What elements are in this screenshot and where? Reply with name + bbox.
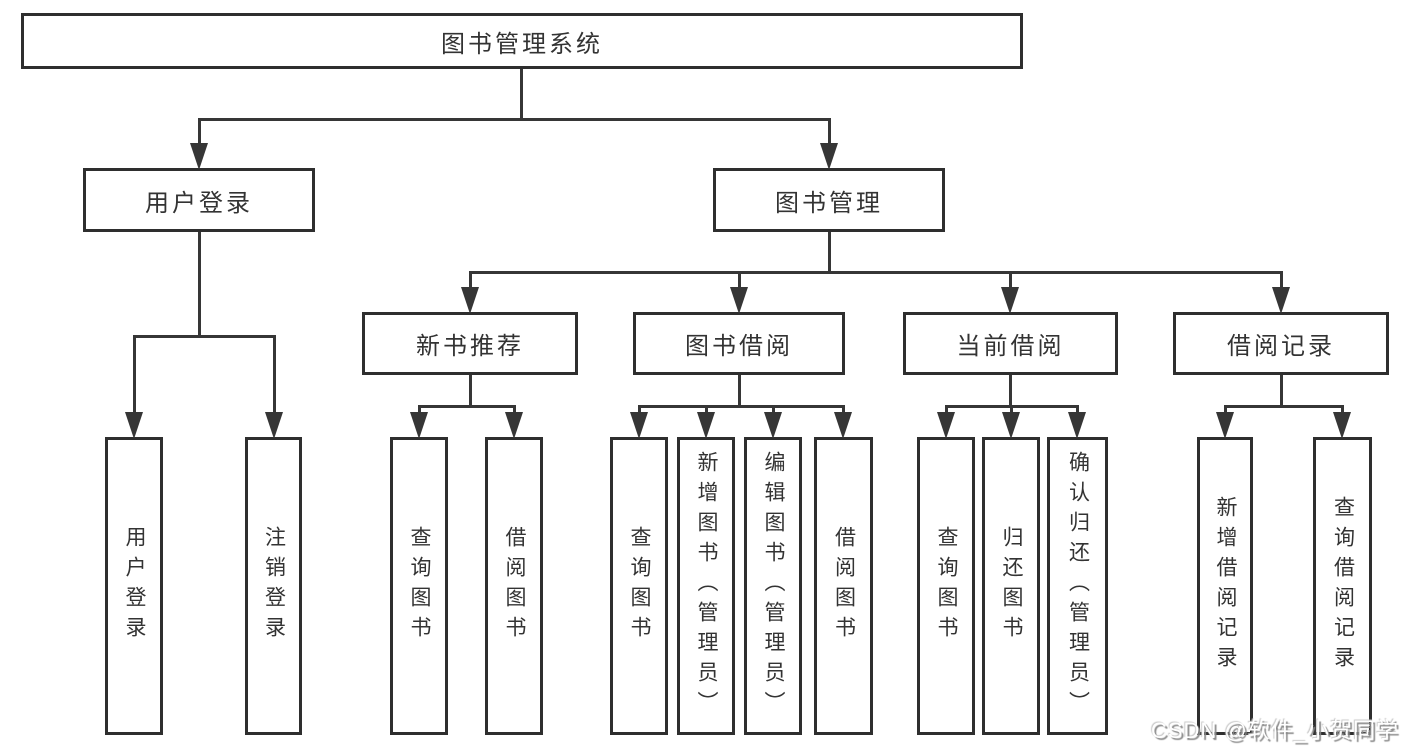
node-label-current-borrow: 当前借阅 <box>956 333 1065 360</box>
node-v-add-borrow-record: 新增借阅记录 <box>1197 437 1253 735</box>
arrow-down-icon <box>1216 412 1234 439</box>
node-label-root: 图书管理系统 <box>441 30 603 58</box>
connector-stem-borrow-records <box>1279 375 1283 406</box>
node-user-login: 用户登录 <box>83 168 315 232</box>
node-label-v-logout: 注销登录 <box>262 526 286 646</box>
connector-bar-new-book-rec <box>417 404 516 408</box>
arrow-down-icon <box>697 412 715 439</box>
node-label-v-confirm-return: 确认归还（管理员） <box>1066 451 1090 721</box>
connector-bar-book-mgmt <box>468 270 1283 274</box>
node-v-query-book-borrow: 查询图书 <box>610 437 668 735</box>
connector-drop-new-book-rec-1 <box>512 406 516 417</box>
node-borrow-records: 借阅记录 <box>1173 312 1389 375</box>
arrow-down-icon <box>1002 412 1020 439</box>
connector-stem-current-borrow <box>1008 375 1012 406</box>
node-label-v-user-login: 用户登录 <box>123 526 146 646</box>
connector-bar-book-borrow <box>637 404 845 408</box>
node-v-query-book-rec: 查询图书 <box>390 437 448 735</box>
connector-drop-book-borrow-3 <box>841 406 845 417</box>
connector-drop-book-borrow-1 <box>704 406 708 417</box>
node-new-book-rec: 新书推荐 <box>362 312 578 375</box>
arrow-down-icon <box>1333 412 1351 439</box>
node-v-user-login: 用户登录 <box>105 437 163 735</box>
arrow-down-icon <box>1068 412 1086 439</box>
connector-drop-current-borrow-1 <box>1009 406 1013 417</box>
node-current-borrow: 当前借阅 <box>903 312 1118 375</box>
node-label-v-return-book: 归还图书 <box>1000 526 1023 646</box>
arrow-down-icon <box>505 412 523 439</box>
connector-stem-user-login <box>197 232 201 336</box>
arrow-down-icon <box>410 412 428 439</box>
node-v-logout: 注销登录 <box>245 437 302 735</box>
connector-drop-user-login-1 <box>272 336 276 417</box>
node-label-borrow-records: 借阅记录 <box>1227 333 1335 360</box>
arrow-down-icon <box>937 412 955 439</box>
node-v-confirm-return: 确认归还（管理员） <box>1047 437 1108 735</box>
node-label-v-query-book-borrow: 查询图书 <box>628 526 651 646</box>
node-label-v-edit-book: 编辑图书（管理员） <box>762 451 785 721</box>
node-root: 图书管理系统 <box>21 13 1023 69</box>
arrow-down-icon <box>461 287 479 314</box>
connector-drop-root-0 <box>197 119 201 148</box>
arrow-down-icon <box>190 143 208 170</box>
node-v-borrow-book-2: 借阅图书 <box>814 437 873 735</box>
connector-drop-current-borrow-2 <box>1075 406 1079 417</box>
node-label-v-query-book-rec: 查询图书 <box>408 526 431 646</box>
connector-bar-borrow-records <box>1223 404 1344 408</box>
node-book-mgmt: 图书管理 <box>713 168 945 232</box>
connector-drop-book-mgmt-3 <box>1279 272 1283 292</box>
connector-drop-borrow-records-1 <box>1340 406 1344 417</box>
connector-drop-book-borrow-2 <box>771 406 775 417</box>
connector-drop-book-mgmt-2 <box>1008 272 1012 292</box>
arrow-down-icon <box>730 287 748 314</box>
connector-drop-book-mgmt-1 <box>737 272 741 292</box>
node-label-new-book-rec: 新书推荐 <box>416 333 524 360</box>
connector-drop-book-mgmt-0 <box>468 272 472 292</box>
node-label-v-add-book: 新增图书（管理员） <box>695 451 718 721</box>
node-label-user-login: 用户登录 <box>145 189 253 217</box>
node-label-v-add-borrow-record: 新增借阅记录 <box>1214 496 1237 676</box>
node-v-query-borrow-record: 查询借阅记录 <box>1313 437 1372 735</box>
node-label-book-borrow: 图书借阅 <box>685 333 793 360</box>
arrow-down-icon <box>125 412 143 439</box>
node-v-add-book: 新增图书（管理员） <box>677 437 735 735</box>
node-v-borrow-book-rec: 借阅图书 <box>485 437 543 735</box>
arrow-down-icon <box>764 412 782 439</box>
arrow-down-icon <box>834 412 852 439</box>
node-v-query-book-current: 查询图书 <box>917 437 975 735</box>
connector-stem-root <box>519 69 523 119</box>
connector-drop-borrow-records-0 <box>1223 406 1227 417</box>
connector-drop-new-book-rec-0 <box>417 406 421 417</box>
node-v-edit-book: 编辑图书（管理员） <box>744 437 802 735</box>
arrow-down-icon <box>820 143 838 170</box>
arrow-down-icon <box>630 412 648 439</box>
connector-bar-user-login <box>132 334 276 338</box>
arrow-down-icon <box>265 412 283 439</box>
arrow-down-icon <box>1272 287 1290 314</box>
connector-drop-book-borrow-0 <box>637 406 641 417</box>
node-label-v-borrow-book-rec: 借阅图书 <box>503 526 526 646</box>
node-book-borrow: 图书借阅 <box>633 312 845 375</box>
connector-drop-root-1 <box>827 119 831 148</box>
connector-drop-current-borrow-0 <box>944 406 948 417</box>
node-label-v-query-borrow-record: 查询借阅记录 <box>1331 496 1355 676</box>
node-label-book-mgmt: 图书管理 <box>775 189 883 217</box>
connector-stem-new-book-rec <box>468 375 472 406</box>
watermark: CSDN @软件_小贺同学 <box>1150 718 1399 743</box>
connector-drop-user-login-0 <box>132 336 136 417</box>
node-label-v-borrow-book-2: 借阅图书 <box>832 526 856 646</box>
connector-bar-root <box>197 117 831 121</box>
node-v-return-book: 归还图书 <box>982 437 1040 735</box>
node-label-v-query-book-current: 查询图书 <box>935 526 958 646</box>
arrow-down-icon <box>1001 287 1019 314</box>
connector-stem-book-mgmt <box>827 232 831 272</box>
connector-stem-book-borrow <box>737 375 741 406</box>
